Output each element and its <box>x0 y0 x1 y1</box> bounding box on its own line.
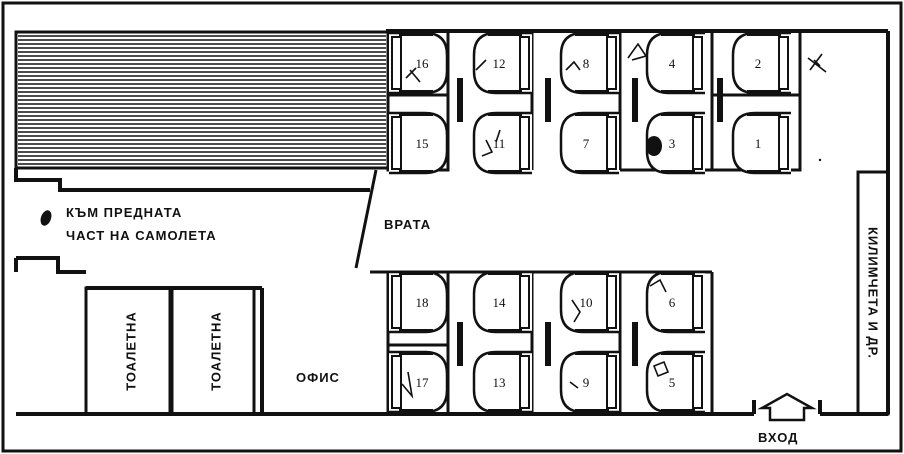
seat-number: 7 <box>583 136 590 151</box>
entrance-label: ВХОД <box>758 430 799 445</box>
arrow-up-icon <box>757 392 817 422</box>
seat-12: 12 <box>472 31 532 95</box>
seat-number: 12 <box>493 56 506 71</box>
seat-number: 2 <box>755 56 762 71</box>
seat-1: 1 <box>731 111 791 175</box>
seat-number: 10 <box>580 295 593 310</box>
seat-number: 6 <box>669 295 676 310</box>
victim-mark-icon <box>40 210 52 226</box>
door-label: ВРАТА <box>384 217 432 232</box>
seat-4: 4 <box>645 31 705 95</box>
seat-number: 3 <box>669 136 676 151</box>
seat-number: 8 <box>583 56 590 71</box>
seat-2: 2 <box>731 31 791 95</box>
seat-15: 15 <box>389 111 449 175</box>
seat-number: 14 <box>493 295 507 310</box>
seat-number: 16 <box>416 56 430 71</box>
seat-number: 18 <box>416 295 429 310</box>
seat-5: 5 <box>645 350 705 414</box>
seat-number: 17 <box>416 375 430 390</box>
seat-number: 11 <box>493 136 506 151</box>
seat-number: 4 <box>669 56 676 71</box>
seat-number: 5 <box>669 375 676 390</box>
seat-9: 9 <box>559 350 619 414</box>
seat-8: 8 <box>559 31 619 95</box>
dark-mark <box>646 136 662 156</box>
seat-17: 17 <box>389 350 449 414</box>
seat-16: 16 <box>389 31 449 95</box>
seat-13: 13 <box>472 350 532 414</box>
seat-number: 15 <box>416 136 429 151</box>
toilet-1 <box>84 286 172 416</box>
seat-14: 14 <box>472 270 532 334</box>
seat-number: 13 <box>493 375 506 390</box>
forward-label-line-1: КЪМ ПРЕДНАТА <box>66 205 183 220</box>
seat-number: 1 <box>755 136 762 151</box>
seat-11: 11 <box>472 111 532 175</box>
seat-10: 10 <box>559 270 619 334</box>
seat-number: 9 <box>583 375 590 390</box>
seat-18: 18 <box>389 270 449 334</box>
toilet-2-label: ТОАЛЕТНА <box>208 311 224 391</box>
office-label: ОФИС <box>296 370 340 385</box>
hatched-forward-section <box>14 30 390 170</box>
blankets-label: КИЛИМЧЕТА И ДР. <box>865 226 881 360</box>
row-dividers <box>457 78 723 366</box>
toilets <box>84 286 256 416</box>
seat-7: 7 <box>559 111 619 175</box>
toilet-2 <box>170 286 256 416</box>
seat-6: 6 <box>645 270 705 334</box>
forward-label-line-2: ЧАСТ НА САМОЛЕТА <box>66 228 217 243</box>
handwritten-marks <box>401 42 827 399</box>
toilet-1-label: ТОАЛЕТНА <box>123 311 139 391</box>
